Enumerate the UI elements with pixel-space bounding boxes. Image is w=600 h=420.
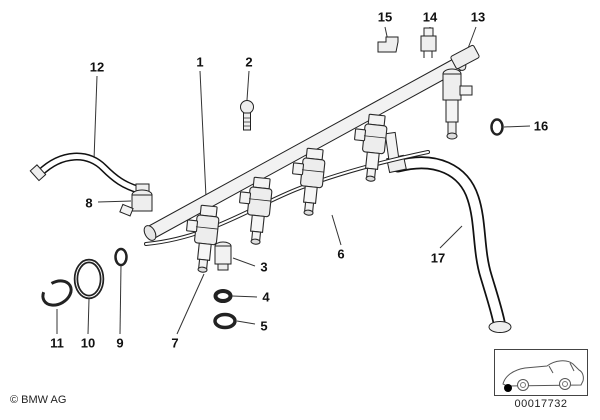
o-ring-9 xyxy=(114,247,128,267)
callout-8[interactable]: 8 xyxy=(85,195,93,211)
callout-3[interactable]: 3 xyxy=(260,259,268,275)
callout-4[interactable]: 4 xyxy=(262,289,270,305)
image-number: 00017732 xyxy=(514,398,568,410)
vehicle-thumbnail xyxy=(494,349,588,396)
callout-11[interactable]: 11 xyxy=(50,335,64,351)
callout-5[interactable]: 5 xyxy=(260,318,268,334)
rail-end-fitting xyxy=(442,68,473,140)
injector-sleeve xyxy=(214,241,232,271)
car-icon xyxy=(502,360,584,392)
seal-ring-5 xyxy=(213,312,237,330)
o-rings xyxy=(41,118,504,330)
callout-15[interactable]: 15 xyxy=(377,9,393,25)
fuel-hose xyxy=(384,131,512,333)
o-ring-10-highlight xyxy=(75,260,103,298)
callout-16[interactable]: 16 xyxy=(533,118,549,134)
callout-7[interactable]: 7 xyxy=(171,335,179,351)
callout-17[interactable]: 17 xyxy=(430,250,446,266)
o-ring-16 xyxy=(490,118,504,136)
callout-12[interactable]: 12 xyxy=(89,59,105,75)
o-ring-4 xyxy=(213,289,233,303)
copyright: © BMW AG xyxy=(10,394,67,406)
callout-2[interactable]: 2 xyxy=(245,54,253,70)
callout-14[interactable]: 14 xyxy=(422,9,438,25)
callout-9[interactable]: 9 xyxy=(116,335,124,351)
mounting-bolt xyxy=(240,100,254,131)
vent-hose xyxy=(29,152,150,196)
callout-6[interactable]: 6 xyxy=(337,246,345,262)
mounting-brackets xyxy=(377,27,480,70)
callout-1[interactable]: 1 xyxy=(196,54,204,70)
snap-ring-11 xyxy=(41,279,73,307)
callout-10[interactable]: 10 xyxy=(80,335,96,351)
position-dot-icon xyxy=(504,384,512,392)
callout-13[interactable]: 13 xyxy=(470,9,486,25)
pressure-regulator xyxy=(119,189,153,217)
